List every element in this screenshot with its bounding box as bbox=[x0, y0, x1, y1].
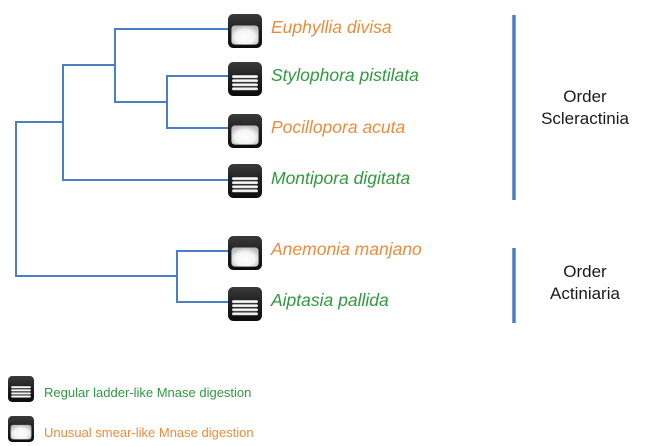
legend-icons bbox=[8, 376, 34, 442]
order-actiniaria-line2: Actiniaria bbox=[550, 284, 620, 303]
gel-smear bbox=[10, 424, 32, 440]
gel-band bbox=[232, 185, 258, 189]
order-scleractinia-line2: Scleractinia bbox=[541, 109, 629, 128]
gel-icon-euphyllia bbox=[228, 14, 262, 48]
gel-icon-stylophora bbox=[228, 62, 262, 96]
legend-icon-unusual bbox=[8, 416, 34, 442]
legend-label-regular: Regular ladder-like Mnase digestion bbox=[44, 385, 251, 400]
legend: Regular ladder-like Mnase digestion Unus… bbox=[8, 376, 254, 442]
species-anemonia-manjano: Anemonia manjano bbox=[270, 239, 422, 259]
species-pocillopora-acuta: Pocillopora acuta bbox=[271, 117, 406, 137]
tree-branches bbox=[15, 28, 229, 303]
order-scleractinia-label: Order Scleractinia bbox=[541, 87, 629, 128]
gel-band bbox=[232, 300, 258, 304]
gel-band bbox=[232, 308, 258, 312]
gel-band bbox=[232, 79, 258, 83]
gel-band bbox=[232, 87, 258, 91]
gel-band bbox=[11, 395, 31, 398]
gel-icon-aiptasia bbox=[228, 287, 262, 321]
gel-band bbox=[232, 312, 258, 316]
gel-band bbox=[11, 392, 31, 395]
gel-icon-anemonia bbox=[228, 236, 262, 270]
node-stylophora-pocillopora bbox=[114, 75, 168, 129]
order-scleractinia-line1: Order bbox=[563, 87, 607, 106]
order-actiniaria-label: Order Actiniaria bbox=[550, 262, 620, 303]
species-euphyllia-divisa: Euphyllia divisa bbox=[271, 17, 392, 37]
gel-band bbox=[232, 75, 258, 79]
gel-band bbox=[11, 386, 31, 389]
species-gel-icons bbox=[228, 14, 262, 321]
species-montipora-digitata: Montipora digitata bbox=[271, 168, 410, 188]
node-scleractinia bbox=[15, 64, 64, 181]
gel-smear bbox=[231, 125, 259, 145]
gel-band bbox=[232, 181, 258, 185]
gel-icon-pocillopora bbox=[228, 114, 262, 148]
species-stylophora-pistilata: Stylophora pistilata bbox=[271, 65, 419, 85]
gel-frame bbox=[8, 376, 34, 402]
gel-band bbox=[232, 83, 258, 87]
gel-frame bbox=[228, 62, 262, 96]
order-actiniaria-line1: Order bbox=[563, 262, 607, 281]
species-aiptasia-pallida: Aiptasia pallida bbox=[270, 290, 389, 310]
species-labels: Euphyllia divisa Stylophora pistilata Po… bbox=[270, 17, 422, 310]
gel-smear bbox=[231, 247, 259, 267]
gel-band bbox=[232, 189, 258, 193]
legend-icon-regular bbox=[8, 376, 34, 402]
legend-label-unusual: Unusual smear-like Mnase digestion bbox=[44, 425, 254, 440]
node-euphyllia-clade bbox=[62, 28, 116, 103]
gel-frame bbox=[228, 287, 262, 321]
gel-smear bbox=[231, 25, 259, 45]
node-actiniaria bbox=[15, 250, 178, 303]
gel-band bbox=[11, 389, 31, 392]
gel-frame bbox=[228, 164, 262, 198]
gel-band bbox=[232, 177, 258, 181]
gel-band bbox=[232, 304, 258, 308]
gel-icon-montipora bbox=[228, 164, 262, 198]
